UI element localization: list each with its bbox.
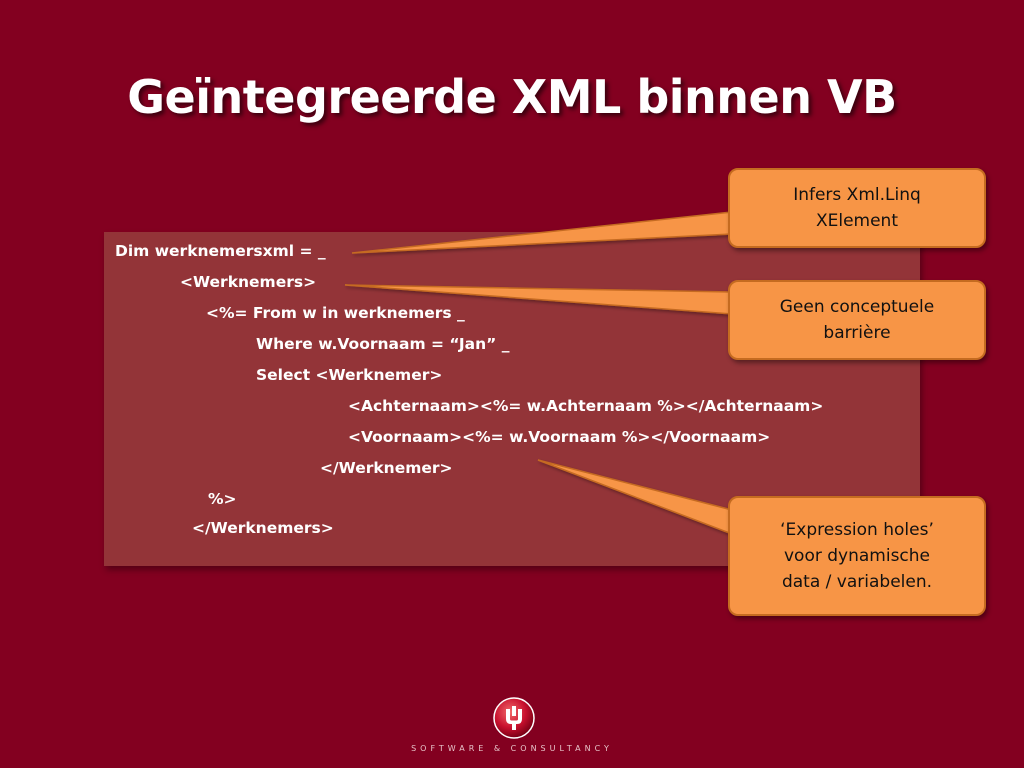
code-line: <Werknemers> bbox=[180, 273, 317, 291]
callout-pointer-3 bbox=[537, 459, 733, 536]
callout-pointer-1 bbox=[351, 211, 733, 254]
callout-text: voor dynamische bbox=[783, 546, 931, 566]
callout-text: data / variabelen. bbox=[781, 572, 933, 592]
code-line: <%= From w in werknemers _ bbox=[206, 304, 465, 322]
code-line: Dim werknemersxml = _ bbox=[115, 242, 326, 260]
code-line: Where w.Voornaam = “Jan” _ bbox=[256, 335, 510, 353]
callout-pointer-2 bbox=[344, 284, 733, 315]
callout-text: Infers Xml.Linq bbox=[793, 185, 921, 205]
code-line: </Werknemers> bbox=[192, 519, 334, 537]
company-tagline: SOFTWARE & CONSULTANCY bbox=[411, 744, 613, 753]
code-line: Select <Werknemer> bbox=[256, 366, 443, 384]
callout-geen-barriere: Geen conceptuele barrière bbox=[728, 280, 986, 360]
company-logo-icon bbox=[493, 697, 535, 739]
callout-infers-xelement: Infers Xml.Linq XElement bbox=[728, 168, 986, 248]
slide-title: Geïntegreerde XML binnen VB bbox=[127, 70, 897, 124]
callout-text: ‘Expression holes’ bbox=[780, 520, 934, 540]
code-line: </Werknemer> bbox=[320, 459, 453, 477]
callout-expression-holes: ‘Expression holes’ voor dynamische data … bbox=[728, 496, 986, 616]
code-line: %> bbox=[208, 490, 237, 508]
callout-text: Geen conceptuele bbox=[779, 297, 935, 317]
code-line: <Voornaam><%= w.Voornaam %></Voornaam> bbox=[348, 428, 771, 446]
callout-text: XElement bbox=[815, 211, 898, 231]
callout-text: barrière bbox=[823, 323, 891, 343]
code-line: <Achternaam><%= w.Achternaam %></Achtern… bbox=[348, 397, 824, 415]
